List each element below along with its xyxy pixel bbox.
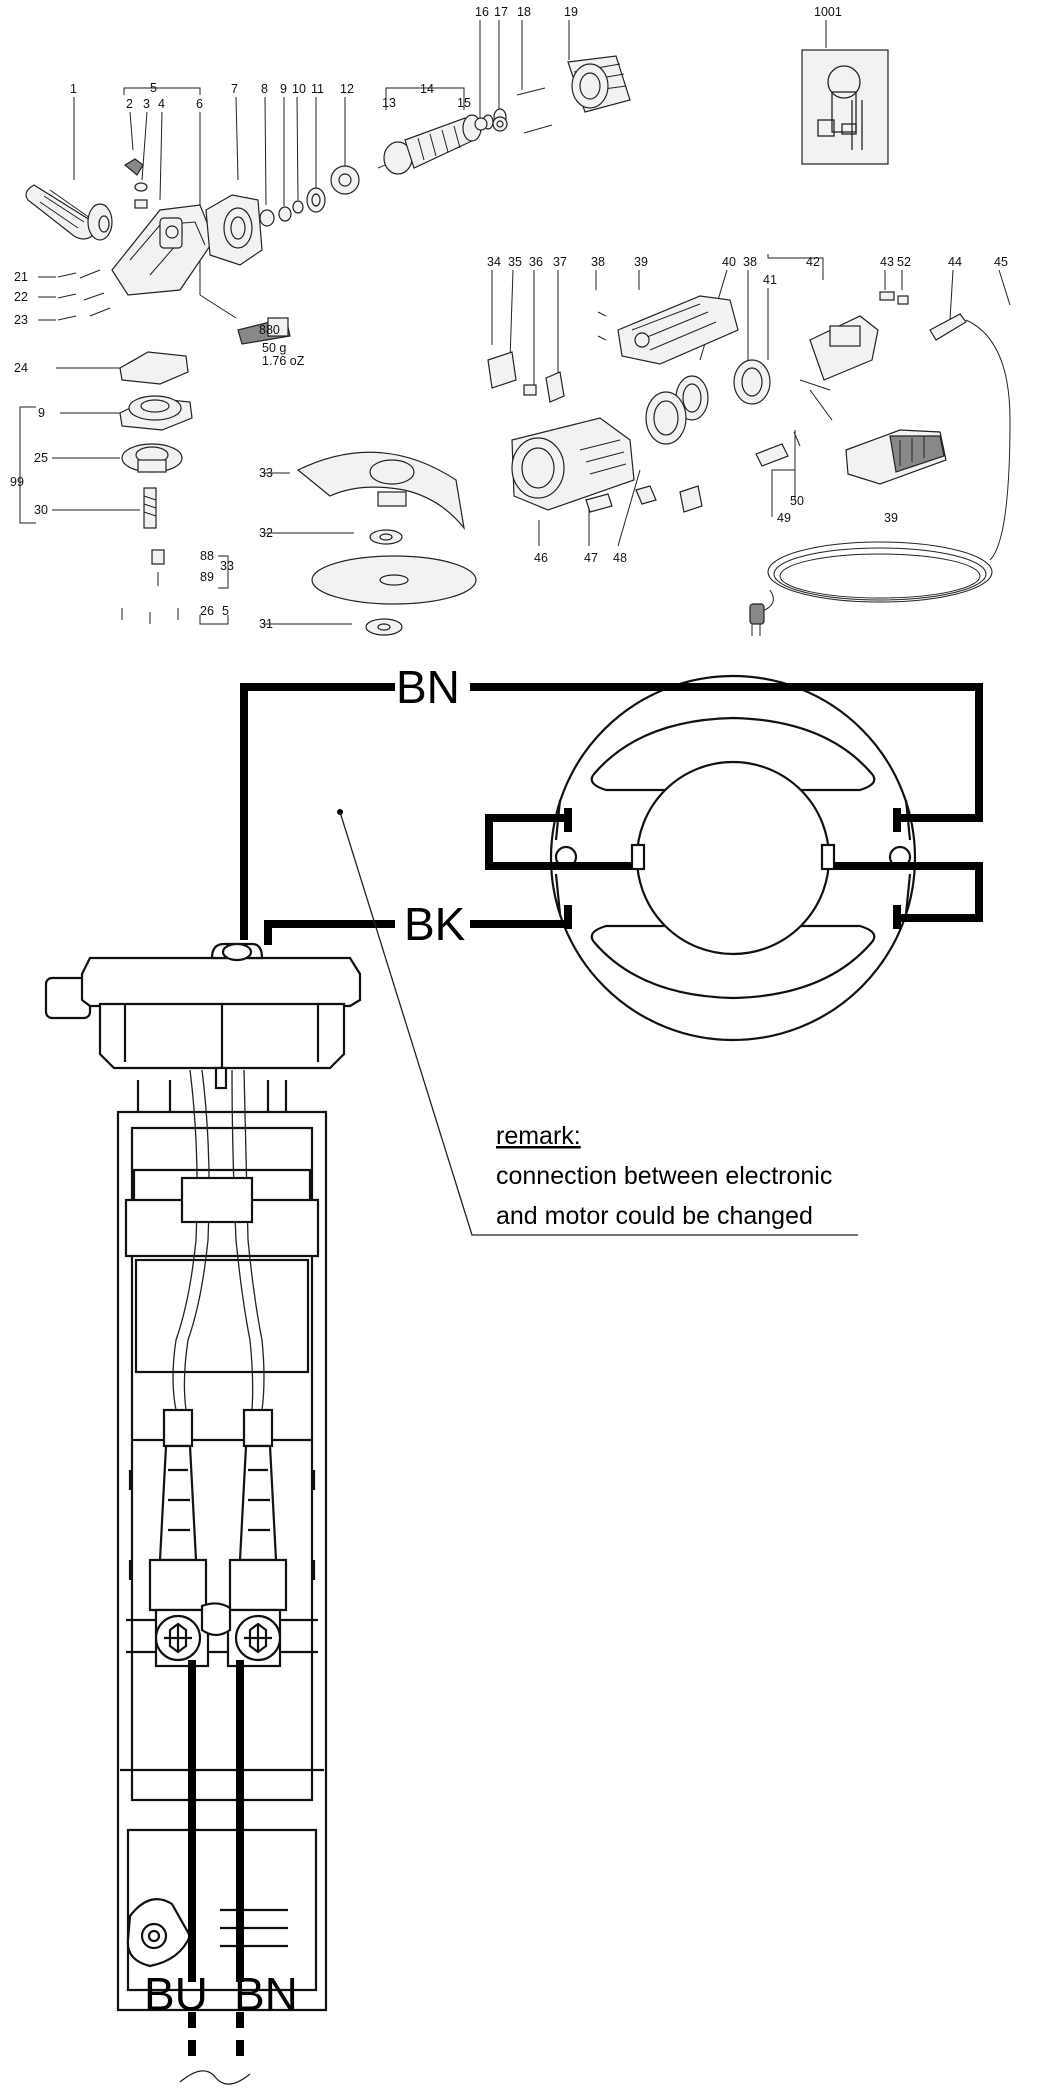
grease-tube: 880 50 g 1.76 oZ (237, 317, 305, 368)
part-number: 33 (220, 559, 234, 573)
exploded-view: 1 2 3 4 5 6 7 8 9 10 11 12 13 14 15 16 1… (10, 5, 1011, 636)
part-number: 34 (487, 255, 501, 269)
part-number: 45 (994, 255, 1008, 269)
part-number: 52 (897, 255, 911, 269)
part-number: 10 (292, 82, 306, 96)
switch-parts (755, 431, 801, 467)
part-number: 26 (200, 604, 214, 618)
part-number: 4 (158, 97, 165, 111)
part-number: 21 (14, 270, 28, 284)
part-number: 35 (508, 255, 522, 269)
part-number: 3 (143, 97, 150, 111)
part-number: 42 (806, 255, 820, 269)
wire-label-bn-bottom: BN (234, 1968, 298, 2020)
internal-cables (172, 1069, 265, 1411)
part-number: 43 (880, 255, 894, 269)
part-number: 22 (14, 290, 28, 304)
part-number: 24 (14, 361, 28, 375)
wires (240, 683, 983, 945)
part-number: 30 (34, 503, 48, 517)
wire-label-bu-bottom: BU (144, 1968, 208, 2020)
part-number: 47 (584, 551, 598, 565)
detail-1001 (801, 49, 889, 165)
wire-label-bk: BK (404, 898, 466, 950)
part-number: 38 (591, 255, 605, 269)
part-number: 39 (884, 511, 898, 525)
flange-assembly (121, 395, 183, 473)
wiring-diagram: BN BK remark: connection between electro… (44, 661, 983, 2085)
bearing-flange (205, 194, 263, 266)
part-number: 7 (231, 82, 238, 96)
part-number: 19 (564, 5, 578, 19)
part-number: 1001 (814, 5, 842, 19)
gear-housing (111, 204, 215, 296)
power-cable (749, 319, 1011, 636)
remark-leader (339, 811, 858, 1236)
grease-tube-label: 880 (259, 323, 280, 337)
handle-shell-lower (845, 429, 947, 485)
bearing-parts (259, 165, 360, 227)
handle-body (116, 1080, 328, 2012)
part-number: 50 (790, 494, 804, 508)
part-number: 9 (280, 82, 287, 96)
part-number: 49 (777, 511, 791, 525)
stator (567, 55, 631, 113)
wire-label-bn-top: BN (396, 661, 460, 713)
part-number: 46 (534, 551, 548, 565)
part-number: 99 (10, 475, 24, 489)
bearing-and-screws (474, 87, 553, 134)
grease-weight-oz: 1.76 oZ (262, 354, 305, 368)
side-handle (25, 184, 113, 241)
part-number: 23 (14, 313, 28, 327)
small-parts (121, 549, 179, 624)
part-number: 2 (126, 97, 133, 111)
remark-line-2: and motor could be changed (496, 1202, 813, 1230)
part-number: 6 (196, 97, 203, 111)
armature (377, 108, 507, 175)
motor-housing (511, 417, 635, 511)
part-number: 38 (743, 255, 757, 269)
mains-wires (179, 1660, 251, 2085)
part-number: 37 (553, 255, 567, 269)
part-number: 40 (722, 255, 736, 269)
electronics (733, 315, 879, 421)
part-number: 89 (200, 570, 214, 584)
part-number: 18 (517, 5, 531, 19)
part-number: 44 (948, 255, 962, 269)
part-number: 8 (261, 82, 268, 96)
remark-title: remark: (496, 1122, 581, 1150)
part-number: 41 (763, 273, 777, 287)
brush-parts (487, 325, 565, 403)
part-number: 48 (613, 551, 627, 565)
grease-weight-g: 50 g (262, 341, 286, 355)
part-number: 5 (222, 604, 229, 618)
label-plate (585, 493, 613, 513)
spindle (143, 487, 157, 529)
screws-left (57, 269, 111, 321)
bearing-ring (635, 391, 703, 513)
part-number: 11 (311, 82, 324, 96)
wheel-guard (296, 451, 465, 531)
part-number: 25 (34, 451, 48, 465)
electronics-module (44, 942, 362, 1090)
spindle-lock-parts (123, 158, 148, 209)
part-number: 12 (340, 82, 354, 96)
handle-shell (597, 295, 739, 365)
part-number: 36 (529, 255, 543, 269)
motor-stator (549, 674, 917, 1042)
switch-small (879, 291, 909, 305)
part-number: 88 (200, 549, 214, 563)
part-number: 17 (494, 5, 508, 19)
part-number: 9 (38, 406, 45, 420)
strain-relief (929, 313, 967, 341)
part-number: 39 (634, 255, 648, 269)
part-number: 1 (70, 82, 77, 96)
part-number: 16 (475, 5, 489, 19)
remark-line-1: connection between electronic (496, 1162, 832, 1190)
part-number: 14 (420, 82, 434, 96)
disc-and-nuts (311, 529, 477, 636)
part-number: 13 (382, 96, 396, 110)
terminal-blocks (148, 1408, 288, 1668)
